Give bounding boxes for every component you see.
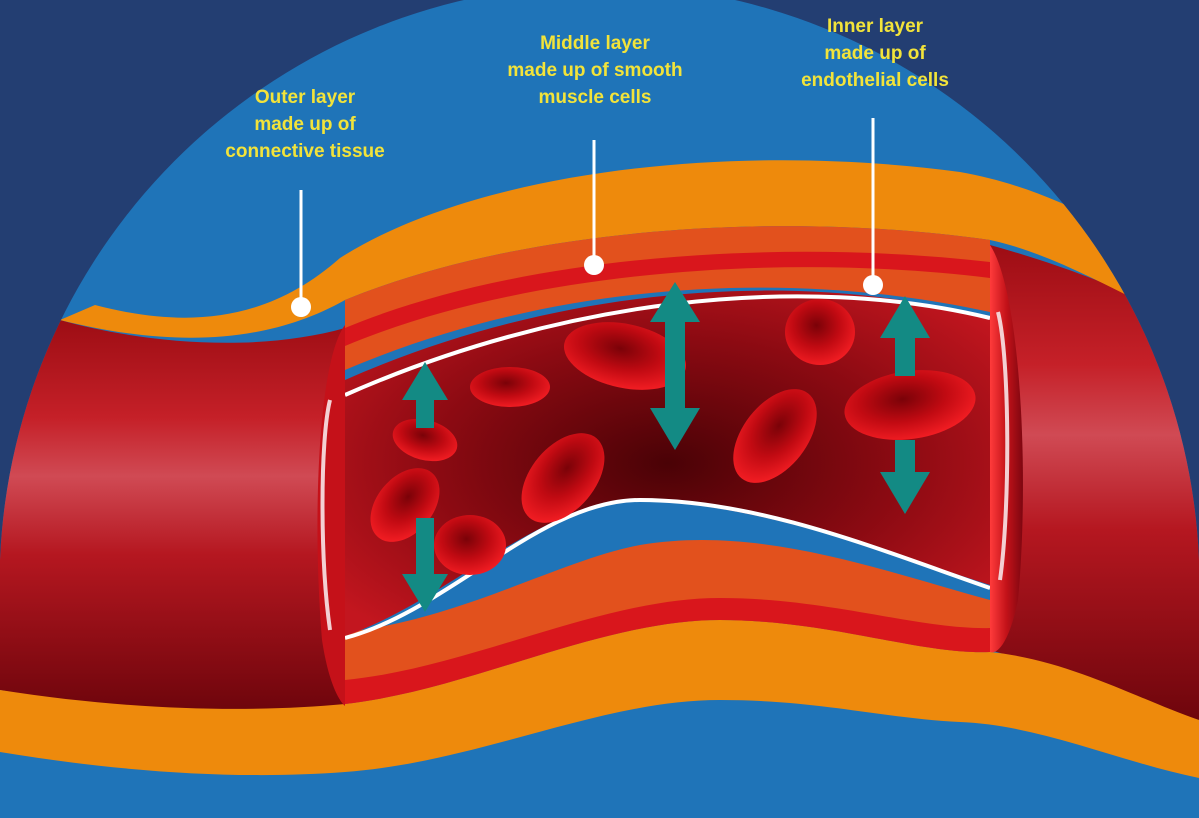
middle-layer-label-line3: muscle cells [465,84,725,111]
callout-dot-icon [291,297,311,317]
inner-layer-label-line1: Inner layer [760,13,990,40]
outer-layer-label-line3: connective tissue [190,138,420,165]
red-blood-cell-icon [785,299,855,365]
outer-layer-label-line1: Outer layer [190,84,420,111]
outer-layer-label: Outer layer made up of connective tissue [190,84,420,165]
inner-layer-label-line3: endothelial cells [760,67,990,94]
inner-layer-label: Inner layer made up of endothelial cells [760,13,990,94]
middle-layer-label: Middle layer made up of smooth muscle ce… [465,30,725,111]
red-blood-cell-icon [434,515,506,575]
vessel-tube [0,320,345,711]
callout-dot-icon [584,255,604,275]
callout-dot-icon [863,275,883,295]
middle-layer-label-line2: made up of smooth [465,57,725,84]
red-blood-cell-icon [470,367,550,407]
outer-layer-label-line2: made up of [190,111,420,138]
middle-layer-label-line1: Middle layer [465,30,725,57]
inner-layer-label-line2: made up of [760,40,990,67]
